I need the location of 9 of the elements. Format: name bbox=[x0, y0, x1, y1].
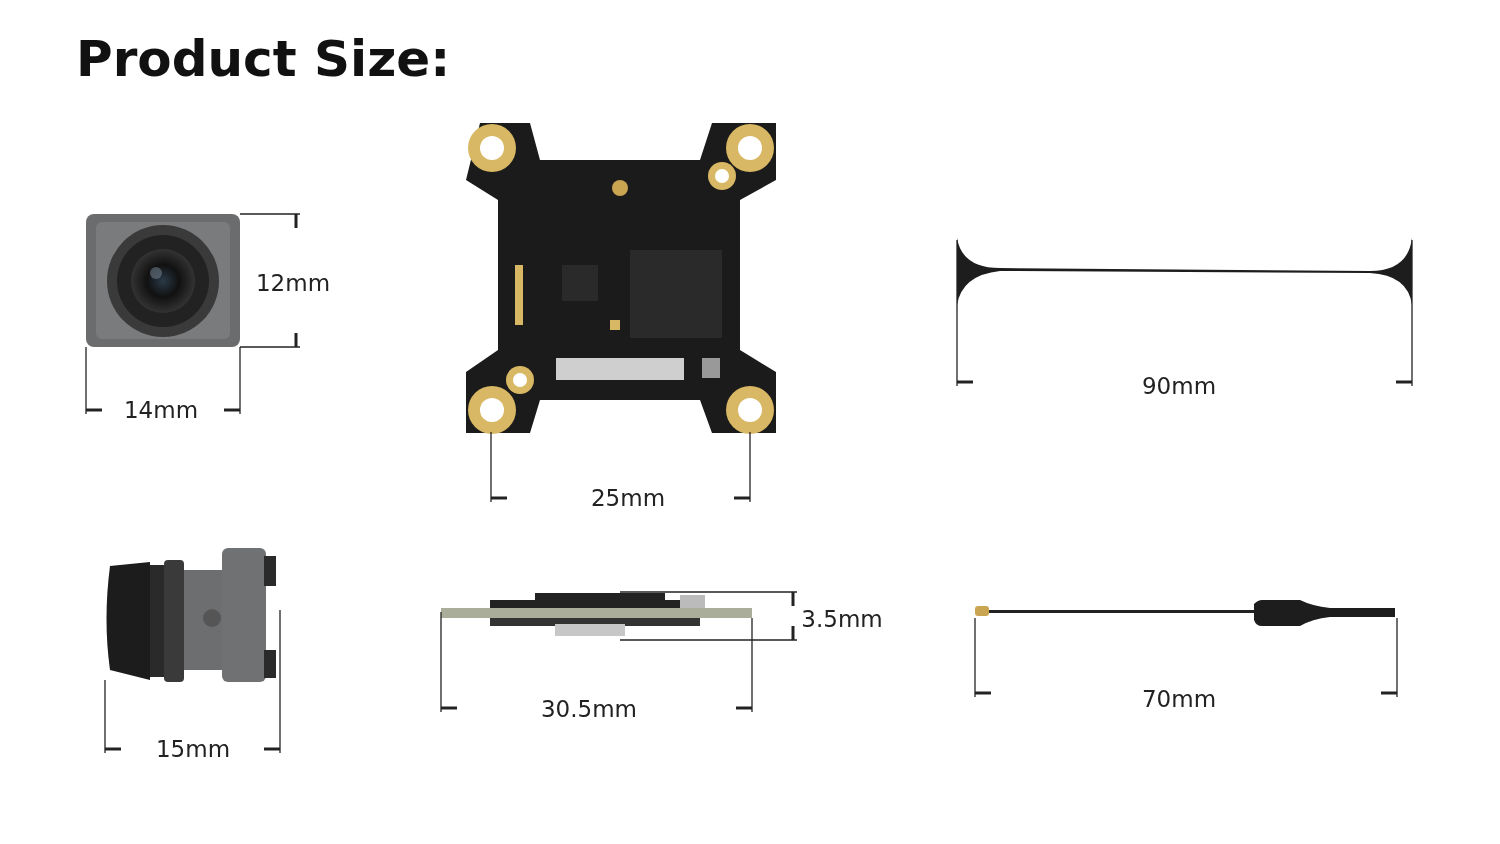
dimension-label: 25mm bbox=[590, 486, 666, 510]
dimension-label: 14mm bbox=[123, 398, 199, 422]
dimension-label: 3.5mm bbox=[801, 607, 883, 631]
dimension-label: 90mm bbox=[1141, 374, 1217, 398]
dimension-label: 12mm bbox=[255, 271, 331, 295]
page-title: Product Size: bbox=[76, 30, 451, 88]
dimension-label: 15mm bbox=[155, 737, 231, 761]
dimension-label: 30.5mm bbox=[541, 697, 637, 721]
dimension-label: 70mm bbox=[1141, 687, 1217, 711]
